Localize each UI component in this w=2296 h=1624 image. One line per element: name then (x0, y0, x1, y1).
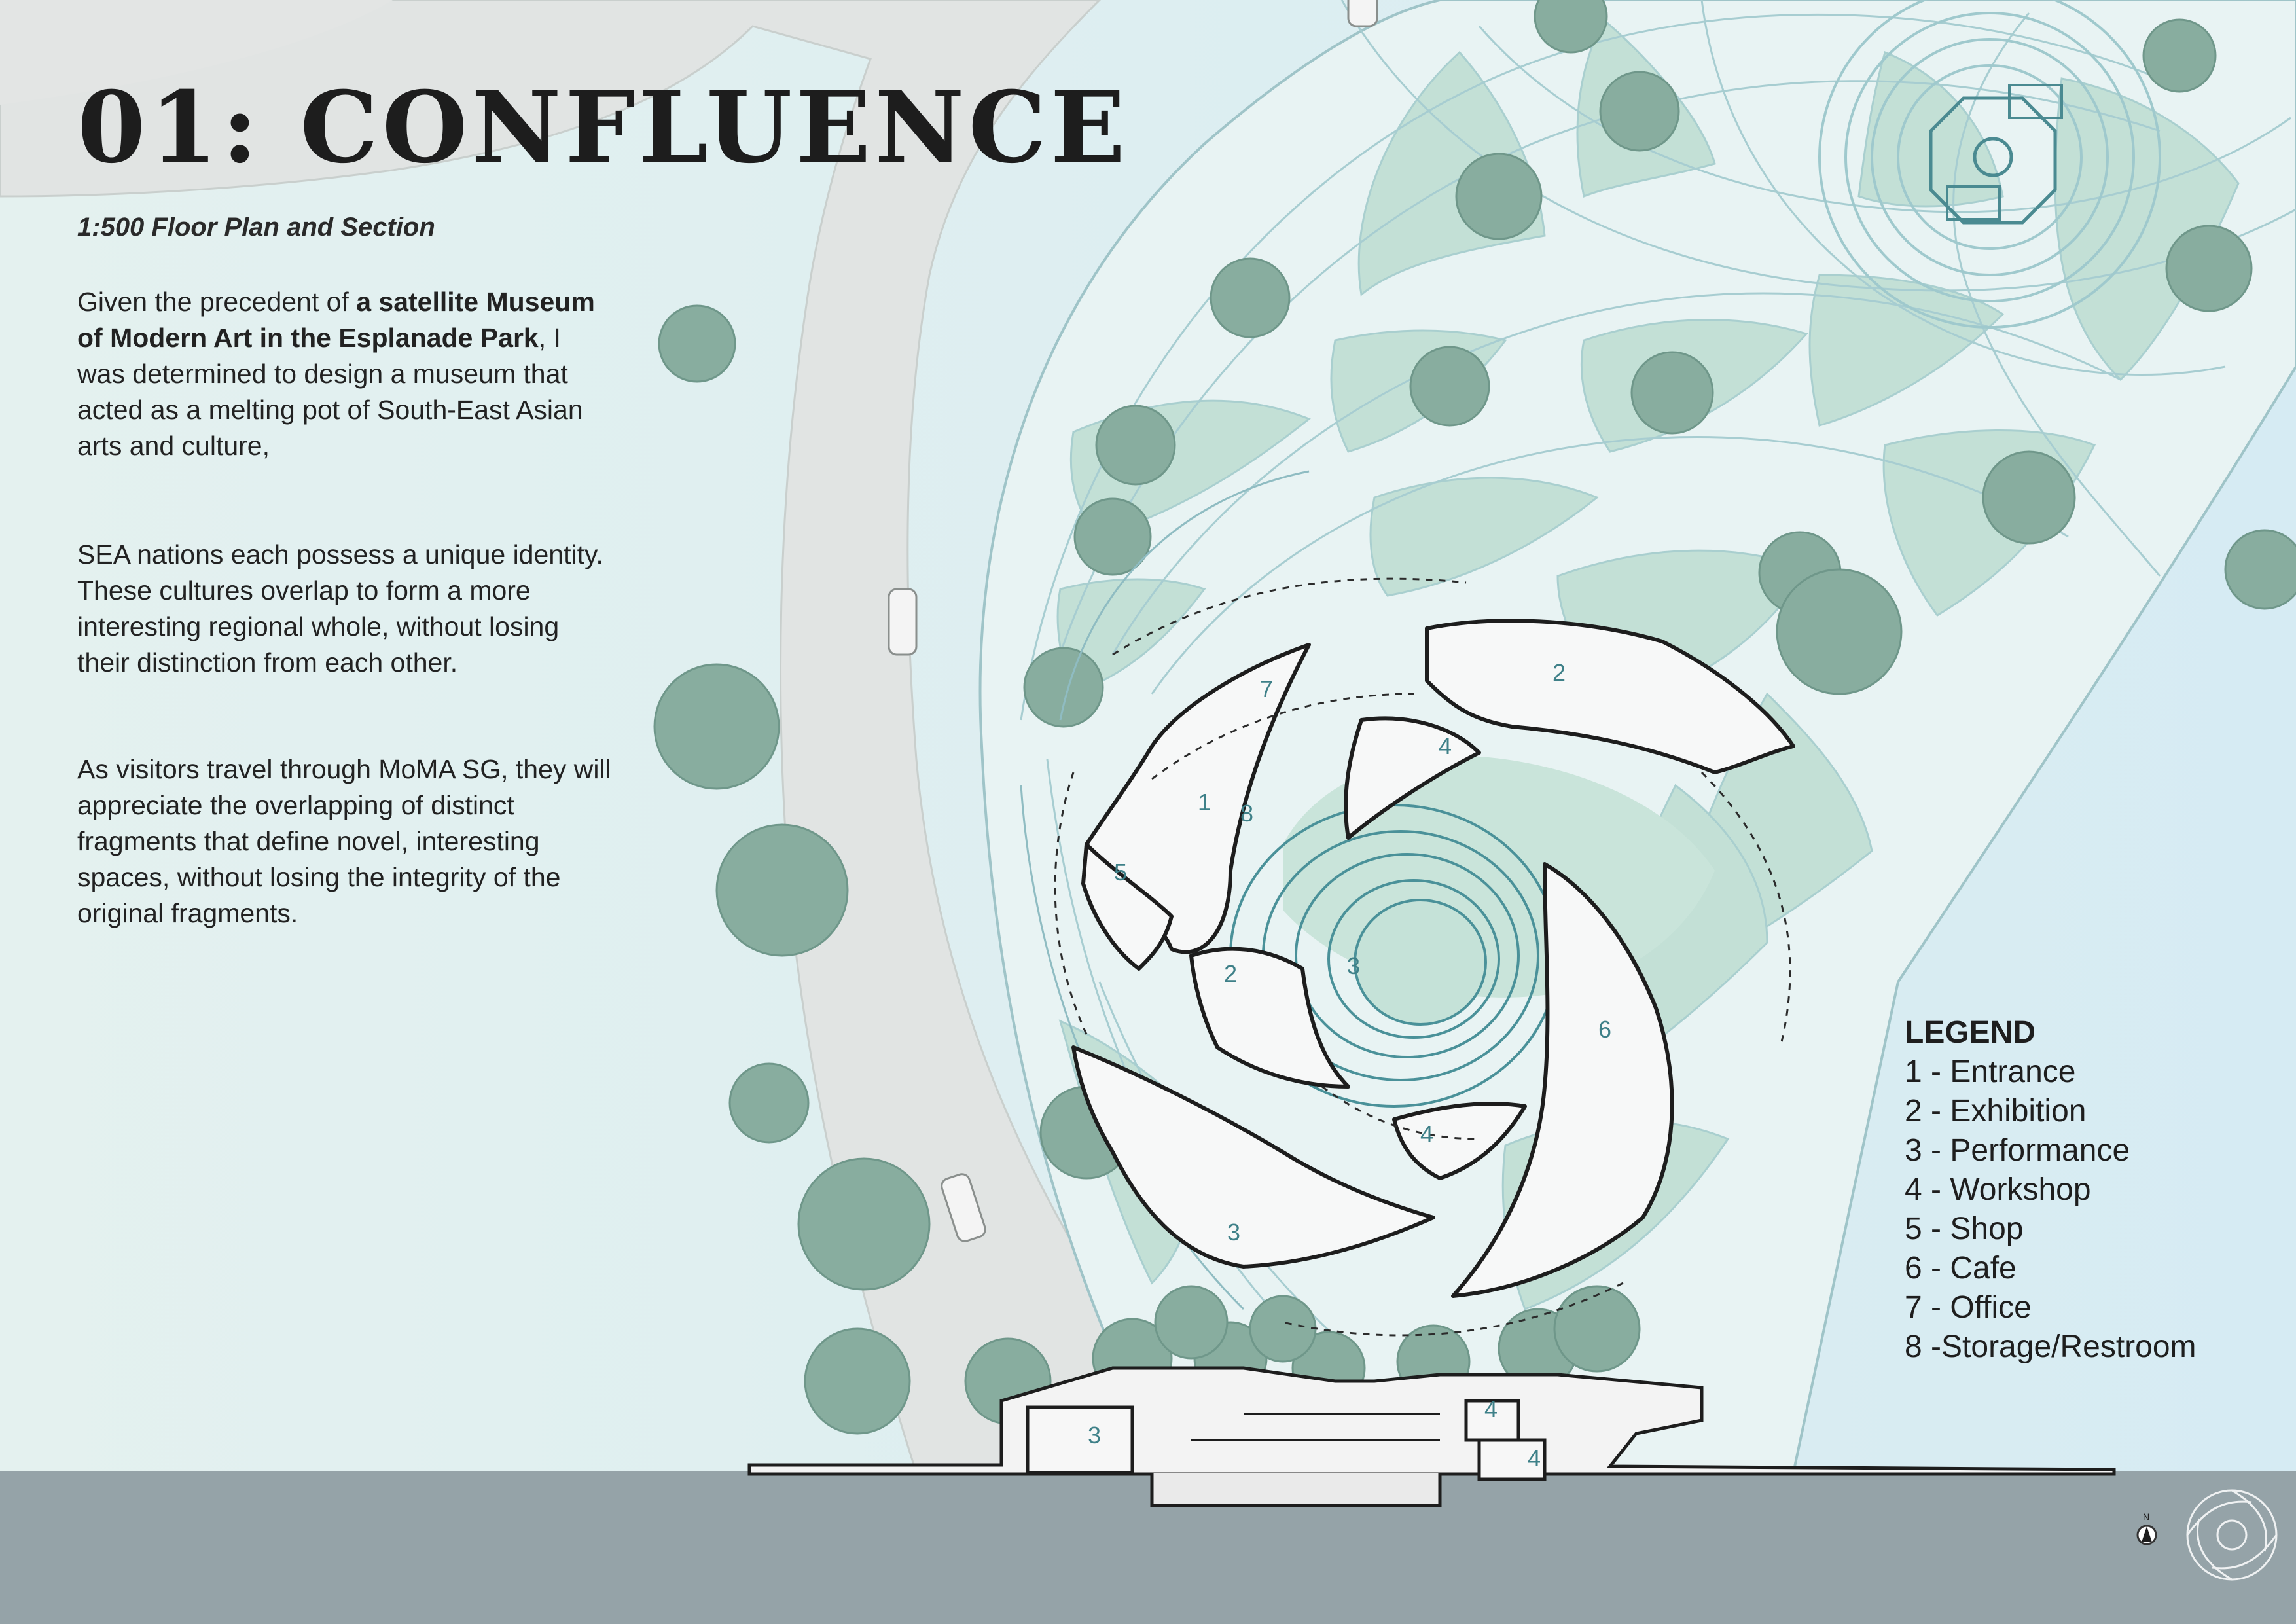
label-cafe: 6 (1598, 1016, 1611, 1043)
paragraph-identity: SEA nations each possess a unique identi… (77, 539, 603, 677)
cars (888, 0, 1378, 1242)
label-workshop-s: 4 (1420, 1121, 1433, 1147)
label-office: 7 (1260, 676, 1273, 702)
section-drawing (747, 1366, 2116, 1507)
label-exhibition-w: 2 (1224, 960, 1237, 987)
label-entrance: 1 (1198, 789, 1211, 816)
legend-item-workshop: 4 - Workshop (1905, 1172, 2091, 1207)
section-workshop-upper (1464, 1399, 1520, 1442)
page-title: 01: CONFLUENCE (77, 70, 1130, 185)
road-corner (0, 0, 393, 105)
legend-item-exhibition: 2 - Exhibition (1905, 1094, 2087, 1128)
label-performance-sw: 3 (1227, 1219, 1240, 1246)
swirl-building-plan (1054, 577, 1795, 1337)
legend: LEGEND 1 - Entrance 2 - Exhibition 3 - P… (1905, 1013, 2197, 1367)
section-workshop-lower (1477, 1438, 1547, 1481)
section-labels: 3 4 4 (1088, 1396, 1541, 1471)
wing-cafe (1451, 862, 1674, 1298)
label-shop: 5 (1114, 859, 1127, 886)
label-performance-center: 3 (1347, 952, 1360, 979)
rotunda-pavilion (1818, 0, 2161, 329)
wing-exhibition-w (1189, 947, 1350, 1089)
section-performance-room (1026, 1405, 1134, 1475)
legend-item-shop: 5 - Shop (1905, 1212, 2024, 1246)
plan-room-labels: 1 2 2 3 3 4 4 5 6 7 8 (1114, 659, 1611, 1246)
north-label: N (2143, 1511, 2149, 1522)
north-pointer-icon (2142, 1526, 2152, 1542)
paragraph-intro: Given the precedent of a satellite Museu… (77, 284, 614, 464)
wing-workshop-s (1392, 1102, 1527, 1180)
section-label-workshop-upper: 4 (1484, 1396, 1498, 1422)
section-label-performance: 3 (1088, 1422, 1101, 1449)
legend-title: LEGEND (1905, 1015, 2036, 1050)
page-subtitle: 1:500 Floor Plan and Section (77, 213, 435, 242)
label-exhibition-ne: 2 (1552, 659, 1566, 686)
north-arrow: N (2136, 1511, 2157, 1545)
legend-item-performance: 3 - Performance (1905, 1133, 2130, 1168)
paragraph-intro-bold: a satellite Museum of Modern Art in the … (77, 287, 595, 353)
paragraph-intro-rest: , I was determined to design a museum th… (77, 323, 583, 461)
circulation-lines (1054, 577, 1791, 1337)
wing-performance-sw (1071, 1045, 1435, 1269)
label-storage: 8 (1240, 800, 1253, 827)
label-workshop-n: 4 (1439, 732, 1452, 759)
central-lawn (1354, 899, 1487, 1026)
wing-workshop-n (1344, 716, 1481, 840)
section-label-workshop-lower: 4 (1528, 1445, 1541, 1471)
legend-item-storage: 8 -Storage/Restroom (1905, 1329, 2197, 1364)
paragraph-intro-start: Given the precedent of (77, 287, 357, 317)
legend-item-entrance: 1 - Entrance (1905, 1055, 2076, 1089)
wing-shop (1081, 842, 1174, 971)
swirl-logo-icon (2186, 1489, 2278, 1581)
legend-item-cafe: 6 - Cafe (1905, 1251, 2017, 1286)
ground (0, 1471, 2296, 1624)
wing-exhibition-ne (1425, 619, 1795, 774)
paragraph-visitors: As visitors travel through MoMA SG, they… (77, 754, 611, 928)
legend-item-office: 7 - Office (1905, 1290, 2032, 1325)
